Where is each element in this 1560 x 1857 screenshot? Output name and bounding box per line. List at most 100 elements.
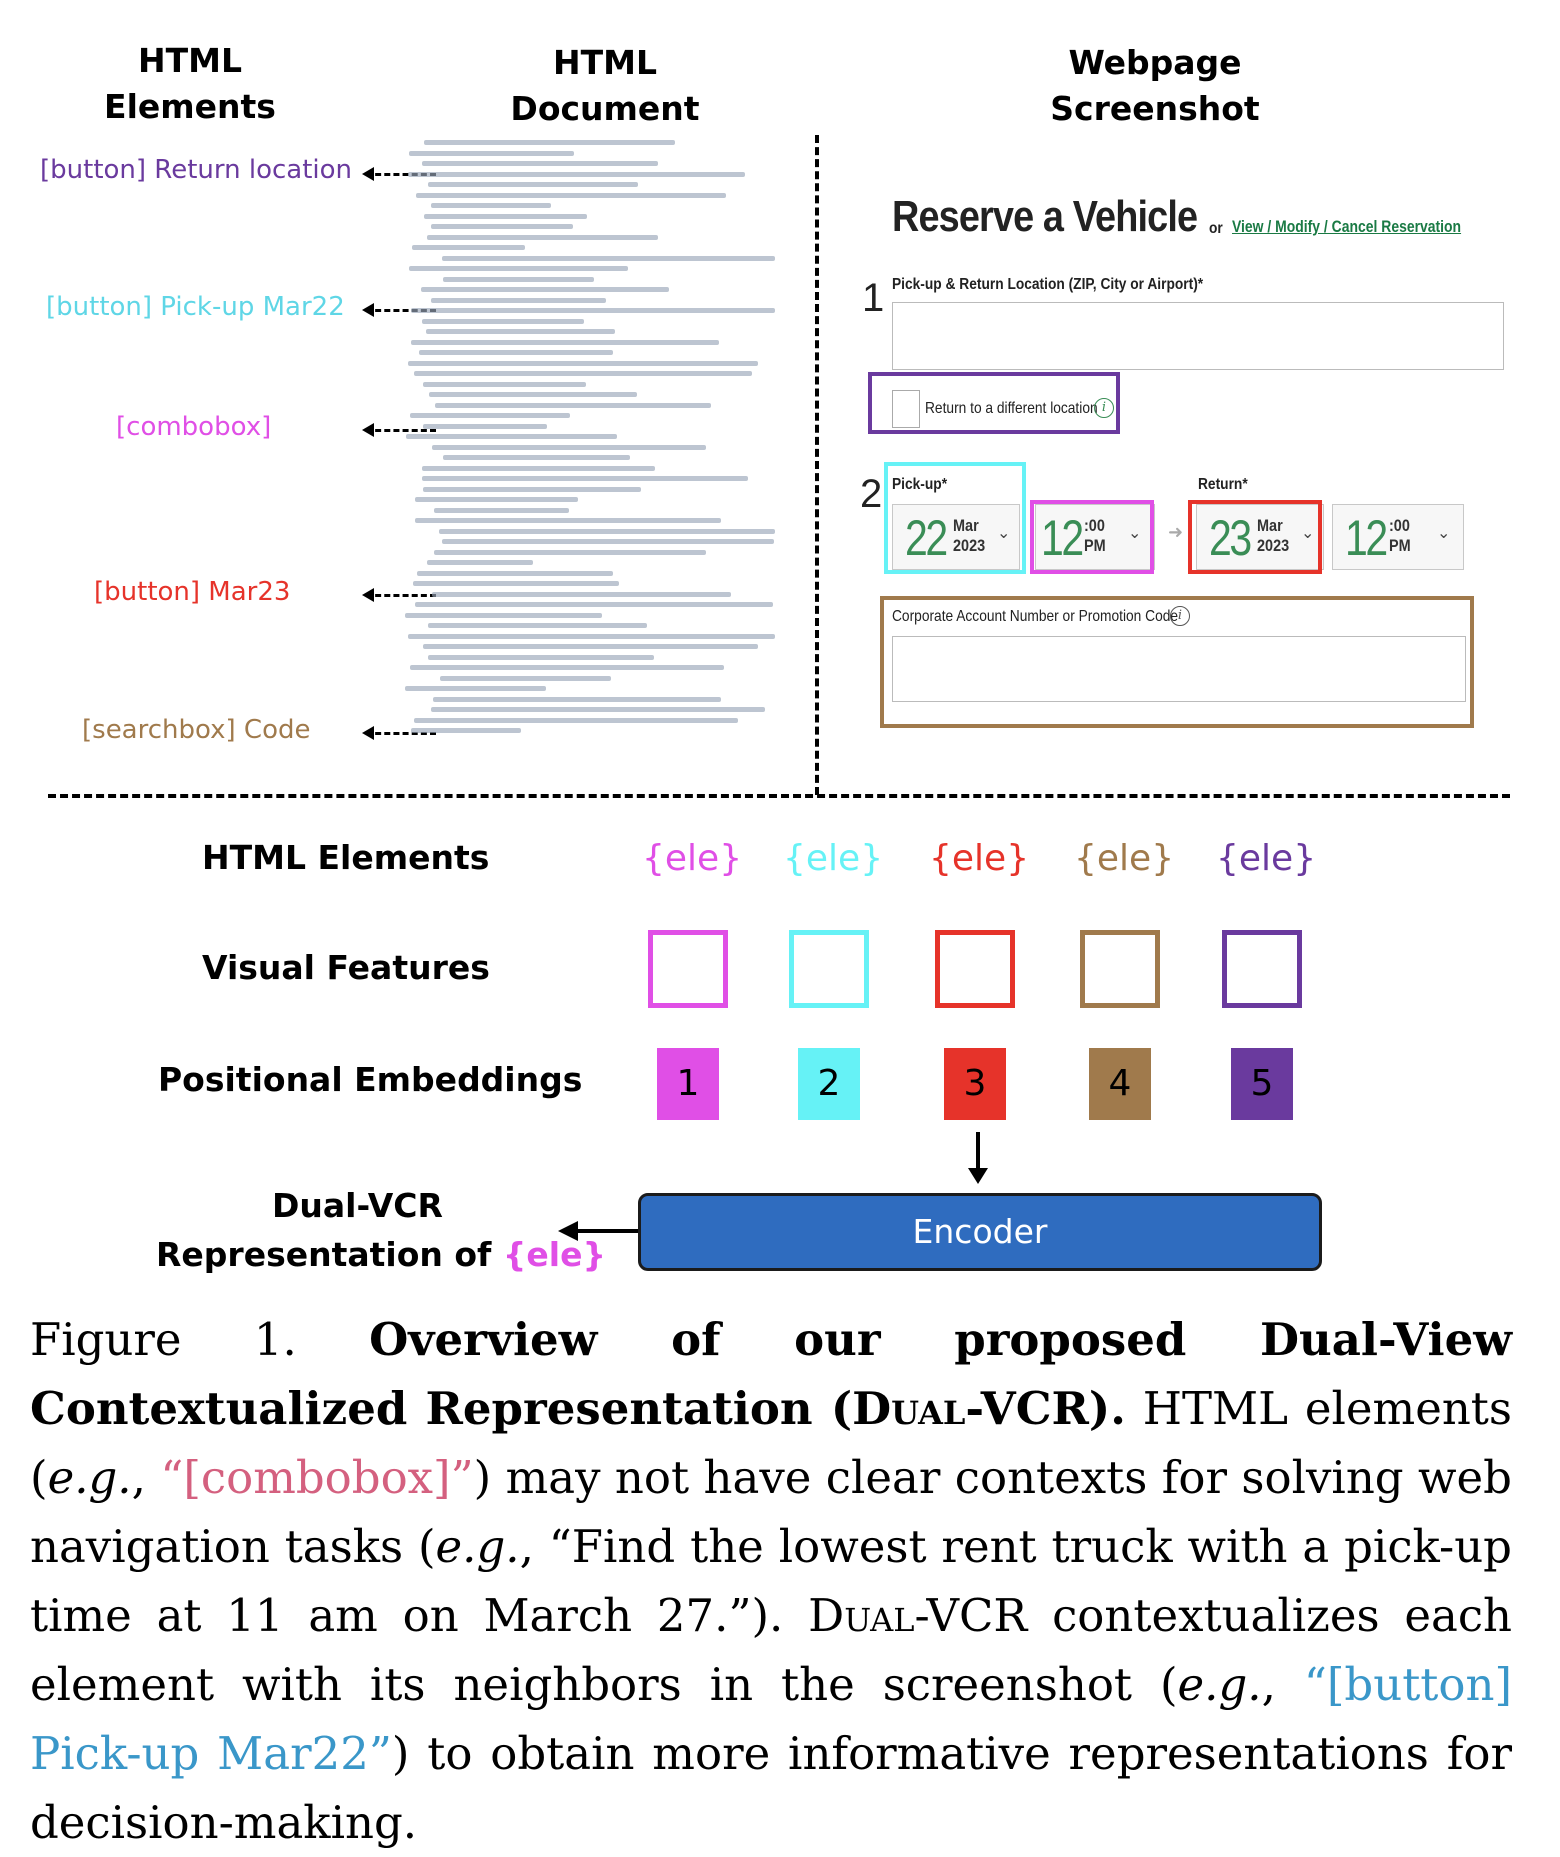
element-label-searchbox-code: [searchbox] Code [82,715,311,745]
code-line [422,476,748,481]
code-line [434,507,569,513]
return-time-combobox[interactable]: 12 :00 PM ⌄ [1332,504,1464,570]
arrow-return-location [362,167,436,181]
caption-eg-1: e.g. [47,1451,132,1504]
dual-vcr-label: Dual-VCR [272,1186,443,1225]
return-ampm: PM [1389,536,1411,555]
view-modify-cancel-link[interactable]: View / Modify / Cancel Reservation [1232,217,1462,236]
code-line [417,570,613,576]
code-line [416,192,726,198]
pickup-year: 2023 [953,536,986,555]
code-line [406,434,617,439]
location-input[interactable] [892,302,1504,370]
highlight-combobox [1030,500,1154,574]
code-line [423,486,641,492]
ele-token: {ele} [783,838,884,879]
return-diff-checkbox[interactable] [892,390,920,428]
caption-t2: , [131,1451,161,1504]
code-line [428,623,647,628]
pickup-day: 22 [905,510,948,566]
caption-t3: ) may not have clear contexts for solvin… [30,1451,1512,1573]
visual-feature-box [648,930,728,1008]
highlight-searchbox-code [880,596,1474,728]
info-icon[interactable]: i [1094,398,1114,418]
positional-embedding-1: 1 [657,1048,719,1120]
code-line [440,675,611,681]
pickup-ampm: PM [1084,536,1106,555]
caption-sc-2: Dual [808,1589,915,1642]
caption-bold-sc: Dual [852,1382,966,1435]
header-html-elements: HTML Elements [104,41,276,126]
code-line [435,402,711,408]
representation-of-text: Representation of [156,1235,503,1274]
html-document-code [395,140,795,740]
code-line [405,612,602,618]
code-line [415,602,773,607]
code-line [439,528,775,534]
info-icon[interactable]: i [1170,606,1190,626]
code-line [424,140,675,145]
chevron-down-icon: ⌄ [1128,523,1142,542]
code-line [428,654,654,660]
code-line [422,161,658,166]
code-line [415,518,721,523]
or-text: or [1209,220,1223,237]
code-line [431,224,573,229]
return-day: 23 [1209,510,1252,566]
return-year: 2023 [1257,536,1290,555]
code-line [412,245,525,250]
code-line [409,150,574,156]
return-min: :00 [1389,516,1410,535]
chevron-down-icon: ⌄ [1437,523,1451,542]
code-line [433,696,721,702]
caption-fig-label: Figure 1. [30,1313,370,1366]
pickup-time-combobox[interactable]: 12 :00 PM ⌄ [1035,504,1155,570]
element-label-combobox: [combobox] [116,412,272,442]
code-line [419,350,613,355]
caption-t1: HTML elements ( [30,1382,1512,1504]
element-label-pickup-mar22: [button] Pick-up Mar22 [46,292,345,322]
caption-quote-combobox: “[combobox]” [160,1451,474,1504]
caption-bold-1: Overview of our proposed Dual-View Conte… [30,1313,1512,1435]
ele-token: {ele} [642,838,743,879]
return-date-button[interactable]: 23 Mar 2023 ⌄ [1196,504,1324,570]
arrow-to-dual-vcr-head [558,1221,578,1241]
arrow-combobox [362,423,436,437]
code-line [422,318,584,324]
step-1-number: 1 [862,276,885,320]
code-line [408,360,758,366]
corp-code-label: Corporate Account Number or Promotion Co… [892,608,1179,625]
return-label: Return* [1198,476,1248,493]
code-line [426,329,615,334]
row-label-html-elements: HTML Elements [202,838,490,877]
return-hour: 12 [1345,510,1388,566]
caption-t6: , [1261,1658,1304,1711]
visual-feature-box [789,930,869,1008]
code-line [405,686,546,691]
positional-embedding-2: 2 [798,1048,860,1120]
code-line [415,497,578,502]
vertical-divider [815,135,819,795]
positional-embedding-4: 4 [1089,1048,1151,1120]
code-line [443,276,594,282]
code-line [427,560,533,565]
code-line [414,371,752,376]
pickup-label: Pick-up* [892,476,948,493]
corp-code-searchbox[interactable] [892,636,1466,702]
row-label-visual-features: Visual Features [202,948,490,987]
code-line [424,213,587,219]
return-month: Mar [1257,516,1283,535]
location-label: Pick-up & Return Location (ZIP, City or … [892,276,1204,293]
chevron-down-icon: ⌄ [1301,523,1315,542]
caption-t5: -VCR contextualizes each element with it… [30,1589,1512,1711]
visual-feature-box [1222,930,1302,1008]
dual-vcr-representation-label: Representation of {ele} [156,1235,606,1274]
highlight-pickup-mar22 [884,462,1026,574]
caption-t4: , “Find the lowest rent truck with a pic… [30,1520,1512,1642]
code-line [431,203,551,208]
arrow-to-dual-vcr [576,1229,638,1233]
caption-quote-pickup: “[button] Pick-up Mar22” [30,1658,1513,1780]
code-line [428,182,638,187]
pickup-date-button[interactable]: 22 Mar 2023 ⌄ [892,504,1020,570]
arrow-searchbox-code [362,726,436,740]
